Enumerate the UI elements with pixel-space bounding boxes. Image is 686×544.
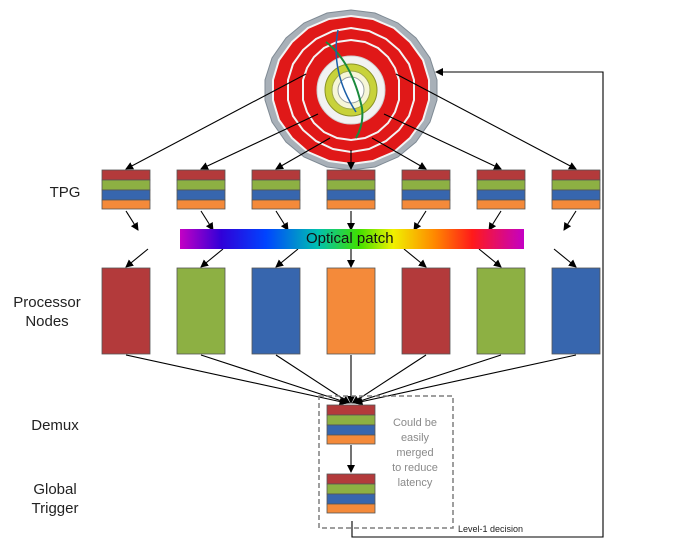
stack-layer-green: [101, 179, 151, 191]
flow-arrow: [563, 210, 577, 231]
stack-layer-orange: [176, 199, 226, 210]
flow-arrow: [125, 210, 139, 231]
stack-layer-red: [326, 473, 376, 485]
processor-node: [551, 267, 601, 355]
stack-layer-blue: [251, 189, 301, 201]
optical-patch-bar: [180, 229, 524, 249]
level1-decision-feedback-line: [351, 68, 604, 538]
merge-region-box: [318, 395, 454, 529]
global-label-line2: Trigger: [31, 500, 79, 517]
flow-arrow: [371, 137, 427, 170]
stack-layer-orange: [551, 199, 601, 210]
tpg-box: [101, 169, 151, 210]
flow-arrow: [125, 248, 149, 268]
processor-node: [326, 267, 376, 355]
demux-box: [326, 404, 376, 445]
data-flow-arrows: [125, 73, 577, 473]
flow-arrow: [478, 248, 502, 268]
stack-layer-orange: [326, 199, 376, 210]
stack-layer-blue: [176, 189, 226, 201]
merge-note: Could be easily merged to reduce latency: [385, 416, 445, 491]
tpg-box: [476, 169, 526, 210]
stack-layer-orange: [401, 199, 451, 210]
stack-layer-blue: [326, 189, 376, 201]
flow-arrow: [275, 354, 351, 404]
flow-arrow: [125, 73, 307, 170]
flow-arrow: [354, 354, 577, 406]
flow-arrow: [395, 73, 577, 170]
merge-note-line: merged: [396, 447, 434, 459]
stack-layer-green: [326, 483, 376, 495]
stack-layer-orange: [476, 199, 526, 210]
processor-node: [476, 267, 526, 355]
flow-arrow: [553, 248, 577, 268]
flow-arrow: [200, 248, 224, 268]
stack-layer-orange: [251, 199, 301, 210]
flow-arrow: [275, 248, 299, 268]
stack-layer-red: [326, 404, 376, 416]
flow-arrow: [200, 113, 319, 170]
tpg-box: [401, 169, 451, 210]
processor-label-line1: Processor: [13, 294, 81, 311]
tpg-box: [551, 169, 601, 210]
flow-arrow: [351, 354, 427, 404]
stack-layer-orange: [326, 434, 376, 445]
merge-note-line: Could be: [392, 417, 438, 429]
stack-layer-green: [326, 179, 376, 191]
optical-patch-label: Optical patch: [306, 230, 394, 247]
merge-note-line: latency: [397, 477, 433, 489]
stack-layer-green: [476, 179, 526, 191]
stack-layer-blue: [101, 189, 151, 201]
processing-boxes: [101, 169, 601, 514]
global-trigger-box: [326, 473, 376, 514]
stack-layer-blue: [476, 189, 526, 201]
flow-arrow: [488, 210, 502, 231]
tpg-box: [326, 169, 376, 210]
stack-layer-red: [326, 169, 376, 181]
flow-arrow: [275, 137, 331, 170]
stack-layer-red: [551, 169, 601, 181]
tpg-box: [251, 169, 301, 210]
stack-layer-blue: [401, 189, 451, 201]
demux-label: Demux: [31, 417, 79, 434]
stack-layer-red: [101, 169, 151, 181]
stack-layer-orange: [326, 503, 376, 514]
flow-arrow: [403, 248, 427, 268]
processor-nodes-label: Processor Nodes: [2, 293, 92, 331]
processor-label-line2: Nodes: [25, 313, 69, 330]
stack-layer-red: [176, 169, 226, 181]
stack-layer-green: [176, 179, 226, 191]
flow-arrow: [275, 210, 289, 231]
stack-layer-blue: [326, 493, 376, 505]
flow-arrow: [200, 210, 214, 231]
stack-layer-green: [401, 179, 451, 191]
detector-icon: [264, 9, 438, 171]
tpg-box: [176, 169, 226, 210]
merge-note-line: easily: [400, 432, 430, 444]
stack-layer-green: [251, 179, 301, 191]
merge-note-line: to reduce: [392, 462, 438, 474]
stack-layer-blue: [326, 424, 376, 436]
tpg-label: TPG: [49, 184, 81, 201]
stack-layer-blue: [551, 189, 601, 201]
stack-layer-orange: [101, 199, 151, 210]
processor-node: [251, 267, 301, 355]
global-label-line1: Global: [33, 481, 77, 498]
stack-layer-red: [476, 169, 526, 181]
processor-node: [401, 267, 451, 355]
flow-arrow: [125, 354, 348, 406]
flow-arrow: [200, 354, 349, 405]
processor-node: [176, 267, 226, 355]
stack-layer-red: [401, 169, 451, 181]
stack-layer-green: [551, 179, 601, 191]
flow-arrow: [383, 113, 502, 170]
level1-decision-label: Level-1 decision: [458, 524, 524, 534]
stack-layer-red: [251, 169, 301, 181]
processor-node: [101, 267, 151, 355]
global-trigger-label: Global Trigger: [15, 480, 95, 518]
stack-layer-green: [326, 414, 376, 426]
flow-arrow: [413, 210, 427, 231]
flow-arrow: [353, 354, 502, 405]
